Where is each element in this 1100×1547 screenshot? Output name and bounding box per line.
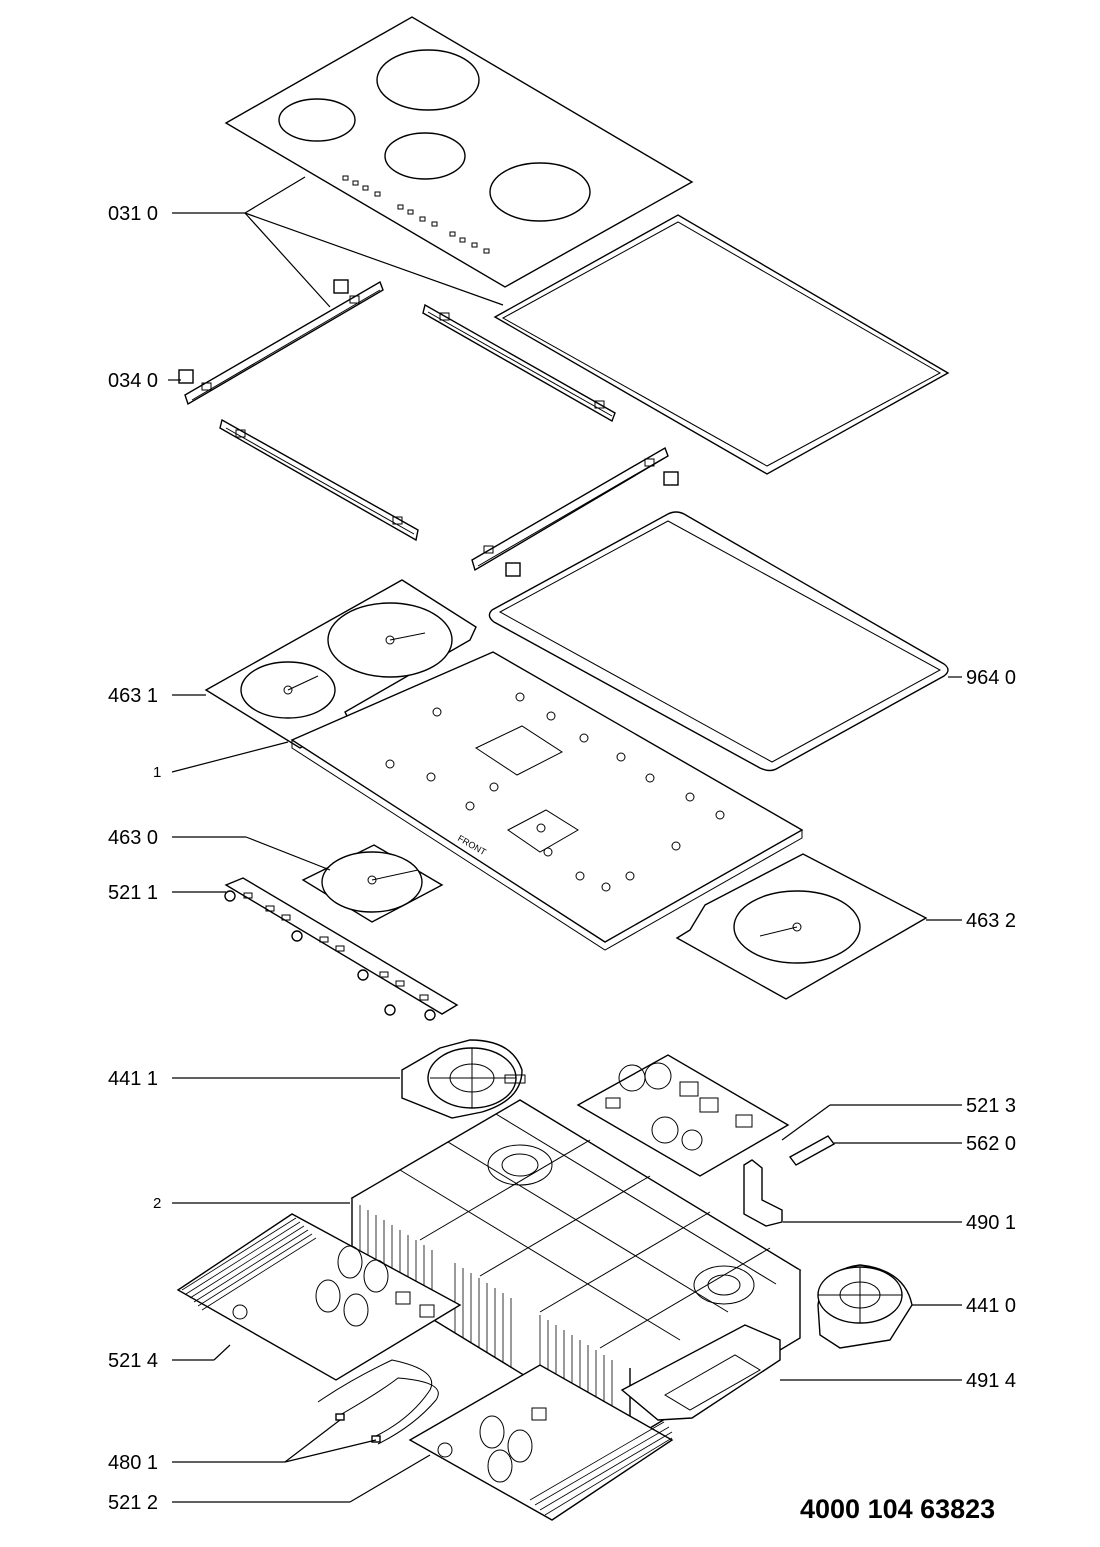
label-031-0: 031 0 xyxy=(108,203,158,225)
fan-441-0 xyxy=(817,1264,913,1349)
label-964-0: 964 0 xyxy=(966,667,1016,689)
label-521-3: 521 3 xyxy=(966,1095,1016,1117)
fan-441-1 xyxy=(401,1039,526,1119)
part-labels: 031 0 034 0 964 0 463 1 1 463 0 521 1 46… xyxy=(108,203,1016,1514)
bracket-490-1 xyxy=(743,1159,783,1227)
leader-lines xyxy=(168,176,962,1503)
seal-frame-upper xyxy=(493,214,950,475)
control-board-521-1 xyxy=(224,877,459,1021)
side-profile-front-left xyxy=(184,280,384,406)
power-board-521-2 xyxy=(408,1364,674,1521)
side-profile-rear-left xyxy=(219,418,419,542)
coil-plate-463-0 xyxy=(301,844,444,923)
fuse-562-0 xyxy=(788,1135,836,1166)
label-463-0: 463 0 xyxy=(108,827,158,849)
glass-ceramic-top xyxy=(224,16,694,288)
fixing-clips xyxy=(178,279,679,577)
seal-frame-lower xyxy=(488,511,949,772)
label-2: 2 xyxy=(153,1195,161,1212)
label-490-1: 490 1 xyxy=(966,1212,1016,1234)
label-562-0: 562 0 xyxy=(966,1133,1016,1155)
label-521-2: 521 2 xyxy=(108,1492,158,1514)
label-1: 1 xyxy=(153,764,161,781)
support-plate: FRONT xyxy=(290,651,804,951)
label-521-1: 521 1 xyxy=(108,882,158,904)
label-521-4: 521 4 xyxy=(108,1350,158,1372)
document-number: 4000 104 63823 xyxy=(800,1494,995,1524)
side-profile-front-right xyxy=(471,446,669,572)
label-463-2: 463 2 xyxy=(966,910,1016,932)
label-441-1: 441 1 xyxy=(108,1068,158,1090)
label-034-0: 034 0 xyxy=(108,370,158,392)
coil-plate-463-1 xyxy=(204,579,477,749)
power-board-521-3 xyxy=(576,1054,790,1177)
power-board-521-4 xyxy=(176,1213,462,1381)
label-463-1: 463 1 xyxy=(108,685,158,707)
label-441-0: 441 0 xyxy=(966,1295,1016,1317)
coil-plate-463-2 xyxy=(675,853,928,1000)
side-profile-rear-right xyxy=(422,303,616,423)
label-480-1: 480 1 xyxy=(108,1452,158,1474)
label-491-4: 491 4 xyxy=(966,1370,1016,1392)
cover-491-4 xyxy=(620,1324,781,1421)
sensor-cable-480-1 xyxy=(317,1359,439,1445)
